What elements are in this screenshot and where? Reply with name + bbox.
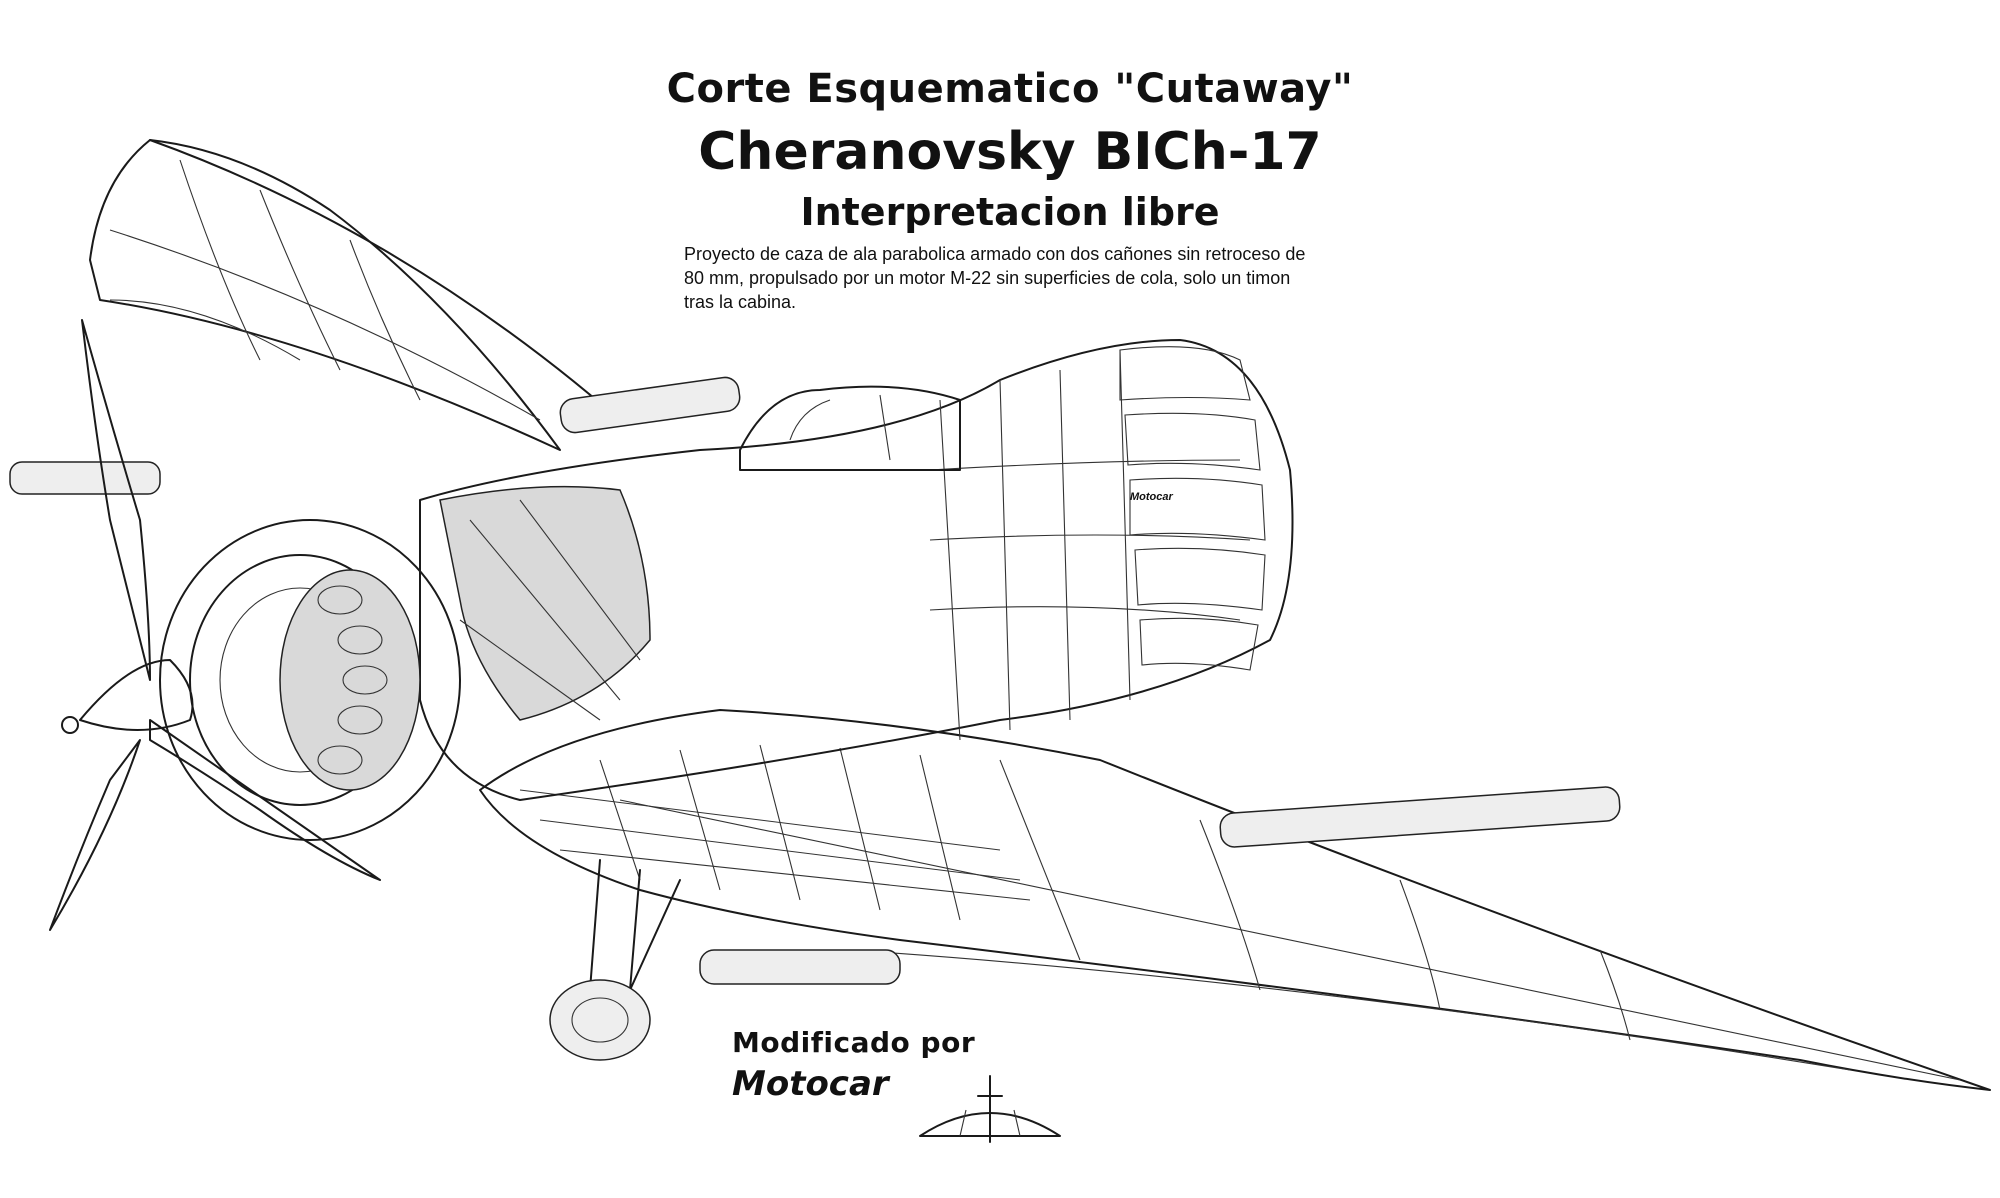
modified-by-label: Modificado por <box>732 1026 976 1059</box>
propeller <box>49 659 381 931</box>
left-wing <box>89 139 621 451</box>
lower-wing-cannons <box>699 786 1621 985</box>
radial-engine <box>159 519 461 841</box>
landing-gear <box>549 859 681 1061</box>
title-line-1: Corte Esquematico "Cutaway" <box>666 66 1354 112</box>
propeller-blade-upper <box>81 319 151 681</box>
upper-wing-cannon <box>9 376 741 495</box>
author-name: Motocar <box>732 1064 889 1104</box>
description: Proyecto de caza de ala parabolica armad… <box>684 242 1404 314</box>
right-wing <box>479 709 1991 1091</box>
motocar-logo <box>919 1075 1061 1143</box>
title-line-3: Interpretacion libre <box>800 190 1220 234</box>
tail-panel-label: Motocar <box>1130 491 1174 503</box>
engine-cutaway <box>439 485 651 721</box>
title-line-2: Cheranovsky BICh-17 <box>698 122 1322 182</box>
description-line: Proyecto de caza de ala parabolica armad… <box>684 244 1306 264</box>
fuselage: Motocar <box>419 339 1294 801</box>
description-line: 80 mm, propulsado por un motor M-22 sin … <box>684 268 1291 288</box>
description-line: tras la cabina. <box>684 292 797 312</box>
cockpit-canopy <box>739 385 961 472</box>
